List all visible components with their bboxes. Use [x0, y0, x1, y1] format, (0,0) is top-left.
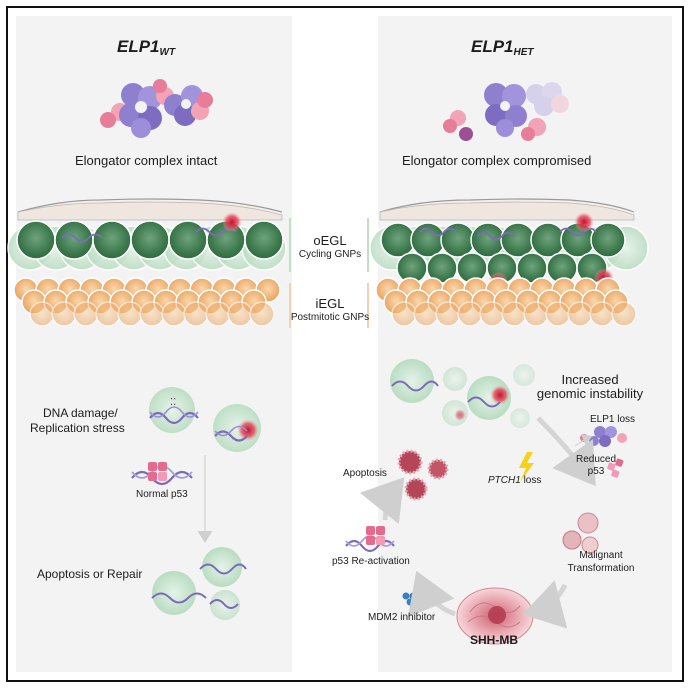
postmitotic-gnp-cell [457, 301, 483, 327]
reduced-p53-icon [607, 458, 624, 478]
postmitotic-gnp-cell [227, 301, 253, 327]
postmitotic-gnp-cell [205, 301, 231, 327]
postmitotic-gnp-cell [391, 301, 417, 327]
elp1-loss-label: ELP1 loss [590, 414, 636, 425]
wt-tissue-section [7, 198, 287, 327]
elongator-complex-compromised-icon [443, 82, 569, 141]
normal-p53-dna-icon [131, 462, 193, 486]
dna-damage-spot [574, 212, 594, 232]
malignant-cells [562, 512, 599, 554]
cycle-arrow-to-tumor-icon [522, 580, 568, 629]
cycling-gnp-cell [440, 222, 476, 258]
het-damaged-gnps [390, 359, 535, 428]
postmitotic-gnp-cell [51, 301, 77, 327]
postmitotic-gnp-cell [117, 301, 143, 327]
dna-strand [477, 231, 515, 241]
wt-repaired-gnps [151, 547, 247, 620]
instability-label-line1: Increased [561, 372, 619, 387]
cycling-gnp-cell [500, 222, 536, 258]
p53-reactivation-label: p53 Re-activation [332, 556, 410, 567]
cycle-arrow-to-apoptosis-icon [359, 477, 405, 525]
mdm2-inhibitor-label: MDM2 inhibitor [368, 612, 436, 623]
cycling-gnp-cell [590, 222, 626, 258]
het-complex-caption: Elongator complex compromised [402, 153, 592, 168]
postmitotic-gnp-cell [501, 301, 527, 327]
postmitotic-gnp-cell [161, 301, 187, 327]
cycling-gnp-cell [92, 220, 132, 260]
cycling-gnp-cell [244, 220, 284, 260]
postmitotic-gnp-cell [73, 301, 99, 327]
postmitotic-gnp-cell [435, 301, 461, 327]
cycling-gnp-cell [380, 222, 416, 258]
postmitotic-gnp-cell [523, 301, 549, 327]
postmitotic-gnp-cell [479, 301, 505, 327]
postmitotic-gnp-cell [611, 301, 637, 327]
malignant-label-line2: Transformation [567, 563, 635, 574]
dna-damage-spot [222, 212, 242, 232]
reduced-label: Reduced [575, 454, 617, 465]
het-heading: ELP1HET [471, 37, 534, 58]
postmitotic-gnp-cell [413, 301, 439, 327]
postmitotic-gnp-cell [567, 301, 593, 327]
wt-damaged-gnp-pair: ⁚⁚ [149, 387, 261, 452]
cycle-arrow-to-reactivation-icon [407, 570, 456, 618]
dna-damage-label: DNA damage/ [43, 406, 118, 420]
replication-stress-label: Replication stress [30, 421, 125, 435]
malignant-label-line1: Malignant [579, 550, 623, 561]
svg-text:⁚⁚: ⁚⁚ [170, 397, 176, 408]
postmitotic-gnp-cell [183, 301, 209, 327]
postmitotic-gnp-cell [589, 301, 615, 327]
postmitotic-gnp-cell [29, 301, 55, 327]
mdm2-inhibitor-icon [402, 592, 417, 606]
oegl-label: oEGL [313, 233, 347, 248]
iegl-label: iEGL [315, 296, 345, 311]
wt-complex-caption: Elongator complex intact [75, 153, 218, 168]
cycling-gnp-cell [16, 220, 56, 260]
het-panel [378, 16, 672, 672]
cycling-gnp-cell [530, 222, 566, 258]
apoptosis-label: Apoptosis [343, 468, 387, 479]
shh-mb-label: SHH-MB [470, 633, 518, 647]
apoptotic-cells [397, 449, 449, 501]
instability-label-line2: genomic instability [536, 386, 644, 401]
wt-heading: ELP1WT [117, 37, 176, 58]
elongator-complex-intact-icon [100, 79, 213, 138]
shh-mb-tumor-icon [456, 587, 534, 645]
cycling-gnp-cell [168, 220, 208, 260]
dna-strand [61, 233, 103, 243]
cycling-gnp-cell [130, 220, 170, 260]
ptch1-loss-label: PTCH1 loss [488, 475, 542, 486]
iegl-sublabel: Postmitotic GNPs [290, 312, 370, 323]
wt-outcome-label: Apoptosis or Repair [37, 567, 143, 581]
postmitotic-gnp-cell [545, 301, 571, 327]
postmitotic-gnp-cell [139, 301, 165, 327]
dna-strand [419, 227, 457, 237]
normal-p53-label: Normal p53 [136, 489, 188, 500]
ptch1-bolt-icon [519, 452, 534, 482]
postmitotic-gnp-cell [95, 301, 121, 327]
cycling-gnp-cell [470, 222, 506, 258]
instability-arrow-icon [536, 416, 596, 487]
p53-reactivation-dna-icon [345, 526, 395, 553]
reduced-p53-label: p53 [587, 466, 605, 477]
het-tissue-section [369, 198, 649, 327]
postmitotic-gnp-cell [249, 301, 275, 327]
oegl-sublabel: Cycling GNPs [298, 249, 362, 260]
